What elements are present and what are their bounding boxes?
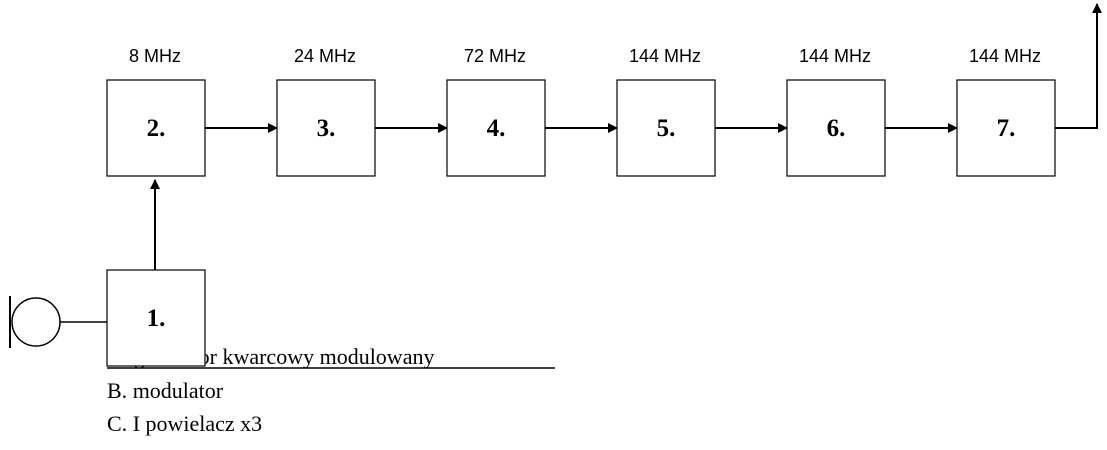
answer-text: modulator: [133, 378, 224, 403]
block-label: 5.: [657, 115, 676, 142]
frequency-label: 144 MHz: [969, 46, 1041, 66]
block-1: 1.: [106, 269, 206, 367]
svg-text:B. modulator: B. modulator: [107, 378, 224, 403]
frequency-label: 144 MHz: [629, 46, 701, 66]
block-label: 3.: [317, 115, 336, 142]
block-label: 4.: [487, 115, 506, 142]
block-3: 3.: [276, 79, 376, 177]
microphone-icon: [9, 296, 107, 348]
block-label: 6.: [827, 115, 846, 142]
answer-option-b: B. modulator: [107, 378, 224, 403]
block-label: 2.: [147, 115, 166, 142]
frequency-label: 144 MHz: [799, 46, 871, 66]
answer-text: I powielacz x3: [133, 411, 263, 436]
block-2: 2.: [106, 79, 206, 177]
answer-option-c: C. I powielacz x3: [107, 411, 262, 436]
frequency-label: 72 MHz: [464, 46, 526, 66]
answer-label: B.: [107, 378, 127, 403]
frequency-label: 8 MHz: [129, 46, 181, 66]
block-4: 4.: [446, 79, 546, 177]
block-5: 5.: [616, 79, 716, 177]
answer-label: C.: [107, 411, 127, 436]
svg-text:C. I powielacz x3: C. I powielacz x3: [107, 411, 262, 436]
output-arrow: [1055, 3, 1102, 129]
block-label: 7.: [997, 115, 1016, 142]
block-7: 7.: [956, 79, 1056, 177]
frequency-label: 24 MHz: [294, 46, 356, 66]
block-label: 1.: [147, 305, 166, 332]
block-6: 6.: [786, 79, 886, 177]
